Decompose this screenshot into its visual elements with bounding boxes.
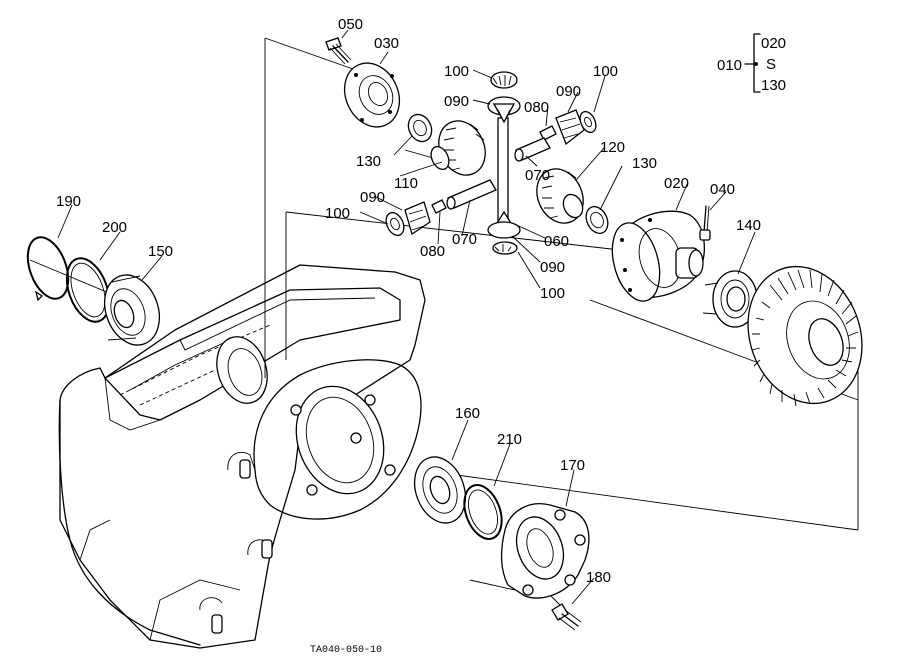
washer-100-bottom: [492, 241, 518, 255]
bolt-050: [325, 37, 352, 65]
label-050: 050: [338, 16, 363, 33]
label-080-top: 080: [524, 99, 549, 116]
cover-030: [343, 62, 401, 128]
pinion-gear-090-left: [404, 201, 431, 236]
pinion-shaft-060: [497, 117, 509, 226]
bearing-140: [702, 270, 758, 328]
side-gear-110: [430, 120, 486, 176]
label-090-top: 090: [444, 93, 469, 110]
label-060: 060: [544, 233, 569, 250]
assembly-group-bracket: 010 020 S 130: [717, 33, 786, 94]
pinion-gear-090-bottom: [487, 210, 521, 239]
label-130-lower: 130: [632, 155, 657, 172]
diff-case-020: [611, 210, 705, 302]
shim-130-lower: [585, 205, 609, 235]
label-190: 190: [56, 193, 81, 210]
label-030: 030: [374, 35, 399, 52]
pin-070-left: [446, 179, 497, 210]
label-180: 180: [586, 569, 611, 586]
label-130-upper: 130: [356, 153, 381, 170]
label-070-top: 070: [525, 167, 550, 184]
label-100-right: 100: [593, 63, 618, 80]
label-200: 200: [102, 219, 127, 236]
pin-070-top: [514, 137, 551, 162]
part-labels: 050 030 100 090 080 090 100 130 110 070 …: [56, 16, 761, 586]
bolt-040: [699, 205, 711, 241]
label-070-left: 070: [452, 231, 477, 248]
bearing-160: [413, 456, 467, 524]
label-170: 170: [560, 457, 585, 474]
oring-200: [65, 257, 111, 323]
label-120: 120: [600, 139, 625, 156]
label-040: 040: [710, 181, 735, 198]
label-100-top: 100: [444, 63, 469, 80]
ring-gear: [747, 265, 863, 407]
label-210: 210: [497, 431, 522, 448]
label-100-left: 100: [325, 205, 350, 222]
oring-210: [463, 484, 503, 540]
label-090-bottom: 090: [540, 259, 565, 276]
bracket-top-label: 020: [761, 35, 786, 52]
bearing-150: [103, 274, 161, 346]
figure-code: TA040-050-10: [310, 645, 382, 656]
pinion-gear-090-top: [487, 96, 521, 124]
label-150: 150: [148, 243, 173, 260]
snap-ring-190: [26, 236, 70, 302]
shim-130-upper: [407, 113, 433, 143]
bolt-180: [551, 603, 582, 631]
pinion-gear-090-right: [555, 109, 585, 146]
label-090-left: 090: [360, 189, 385, 206]
bracket-range-mark: S: [766, 56, 776, 73]
label-110: 110: [394, 175, 418, 192]
pin-080-left: [431, 199, 447, 214]
label-100-bottom: 100: [540, 285, 565, 302]
bearing-holder-170: [500, 503, 590, 599]
label-140: 140: [736, 217, 761, 234]
label-090-right: 090: [556, 83, 581, 100]
label-080-left: 080: [420, 243, 445, 260]
bracket-bottom-label: 130: [761, 77, 786, 94]
label-160: 160: [455, 405, 480, 422]
washer-100-right: [579, 110, 597, 134]
pinion-gear-100-top: [490, 71, 518, 89]
label-020: 020: [664, 175, 689, 192]
side-gear-120: [536, 168, 584, 224]
bracket-parent-label: 010: [717, 57, 742, 74]
pin-080-top: [539, 125, 557, 141]
washer-100-left: [385, 211, 405, 237]
transmission-housing: [58, 264, 426, 649]
label-leaders: [57, 29, 756, 605]
